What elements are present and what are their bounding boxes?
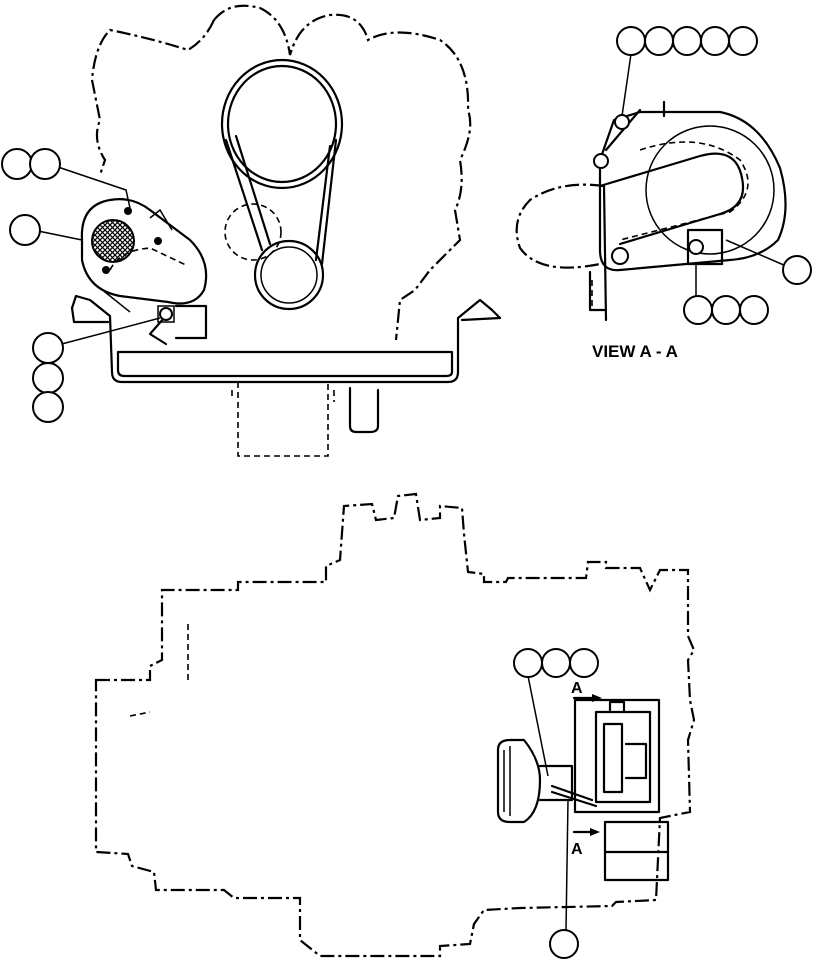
view-label: VIEW A - A (592, 342, 678, 361)
callout-balloon (29, 148, 61, 180)
section-mark-bottom: A (571, 841, 583, 858)
callout-balloon (32, 362, 64, 394)
view-a-a: VIEW A - A (515, 53, 787, 361)
engine-front-view (37, 4, 502, 457)
callout-balloon (782, 255, 812, 285)
callout-balloon (739, 295, 769, 325)
callout-balloon (672, 26, 702, 56)
callout-balloon (711, 295, 741, 325)
engine-block-outline (90, 4, 472, 341)
callout-balloon (728, 26, 758, 56)
section-mark-top: A (571, 680, 583, 697)
fan-belt (220, 58, 344, 311)
callout-balloon (541, 648, 571, 678)
belt-guard (80, 198, 208, 323)
callout-balloon (616, 26, 646, 56)
callout-balloon (549, 929, 579, 959)
sump (231, 382, 335, 457)
callout-balloon (9, 214, 41, 246)
guard-cover (598, 110, 787, 272)
callout-balloon (644, 26, 674, 56)
engine-side-view: A A (94, 492, 696, 958)
callout-balloons-side (513, 648, 599, 959)
callout-balloon (1, 148, 33, 180)
callout-balloon (513, 648, 543, 678)
engine-side-outline (94, 492, 696, 958)
callout-balloon (700, 26, 730, 56)
oil-pan (70, 294, 502, 384)
callout-balloons-front (1, 148, 64, 423)
callout-balloon (32, 332, 64, 364)
callout-balloons-view-a-a (616, 26, 812, 325)
callout-balloon (32, 391, 64, 423)
callout-balloon (683, 295, 713, 325)
callout-balloon (569, 648, 599, 678)
